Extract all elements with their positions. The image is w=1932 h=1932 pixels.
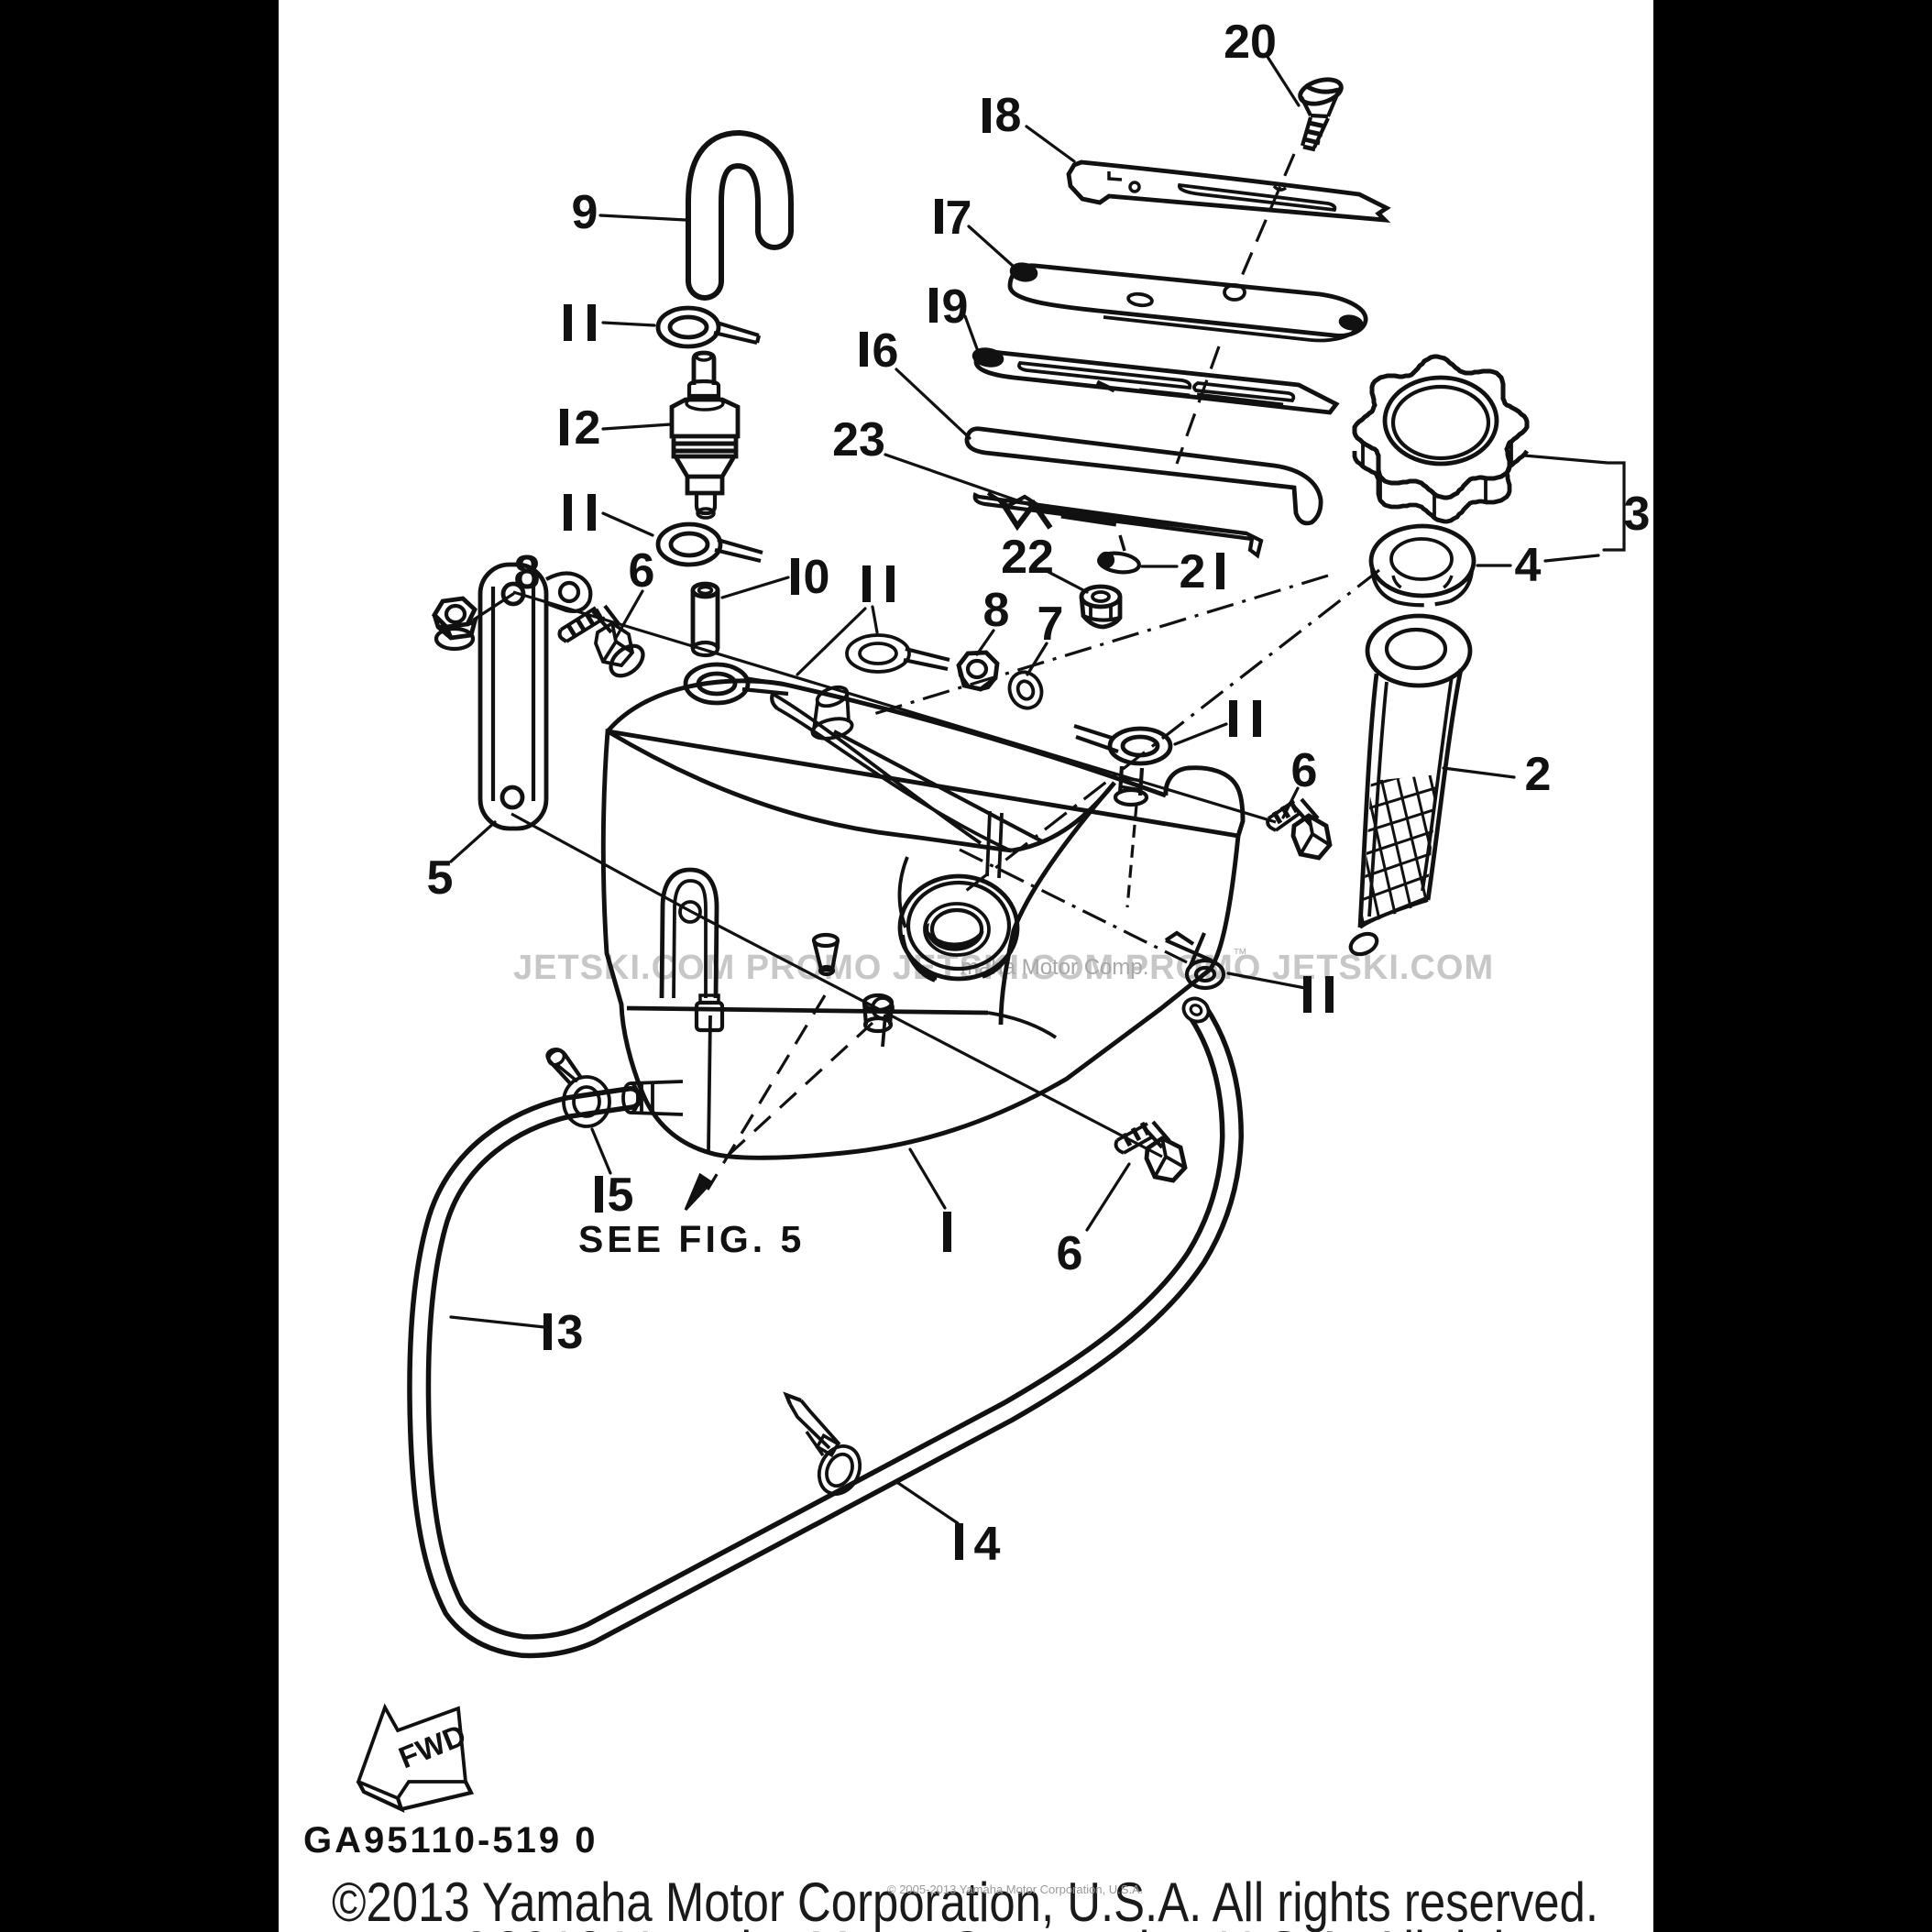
svg-text:23: 23 bbox=[832, 413, 885, 467]
svg-text:8: 8 bbox=[983, 584, 1010, 637]
svg-text:4: 4 bbox=[974, 1518, 1001, 1571]
svg-text:©2013 Yamaha Motor Corporation: ©2013 Yamaha Motor Corporation, U.S.A. A… bbox=[332, 1872, 1598, 1932]
svg-text:22: 22 bbox=[1001, 531, 1054, 584]
svg-text:7: 7 bbox=[946, 192, 972, 245]
svg-text:GA95110-519 0: GA95110-519 0 bbox=[303, 1820, 598, 1861]
svg-text:3: 3 bbox=[1624, 488, 1651, 541]
svg-text:© 2005-2013 Yamaha Motor Corpo: © 2005-2013 Yamaha Motor Corporation, U.… bbox=[887, 1883, 1143, 1896]
svg-text:0: 0 bbox=[804, 551, 830, 604]
svg-text:6: 6 bbox=[629, 544, 655, 598]
svg-text:2: 2 bbox=[1525, 748, 1552, 801]
svg-text:6: 6 bbox=[873, 324, 899, 378]
svg-text:8: 8 bbox=[995, 89, 1022, 142]
svg-text:3: 3 bbox=[557, 1306, 584, 1359]
svg-text:2: 2 bbox=[1180, 545, 1206, 598]
svg-text:5: 5 bbox=[608, 1169, 634, 1222]
svg-text:2: 2 bbox=[575, 401, 601, 455]
svg-text:SEE FIG. 5: SEE FIG. 5 bbox=[578, 1218, 805, 1260]
svg-text:4: 4 bbox=[1515, 539, 1542, 592]
svg-text:9: 9 bbox=[572, 186, 598, 239]
svg-text:6: 6 bbox=[1291, 744, 1318, 797]
svg-text:7: 7 bbox=[1037, 598, 1064, 651]
svg-text:5: 5 bbox=[427, 851, 454, 905]
svg-text:9: 9 bbox=[942, 280, 969, 334]
svg-text:™: ™ bbox=[1233, 947, 1247, 962]
svg-text:©2013 Yamaha Motor Corporation: ©2013 Yamaha Motor Corporation U.S.A. Al… bbox=[458, 1921, 1641, 1932]
svg-text:6: 6 bbox=[1057, 1227, 1083, 1280]
